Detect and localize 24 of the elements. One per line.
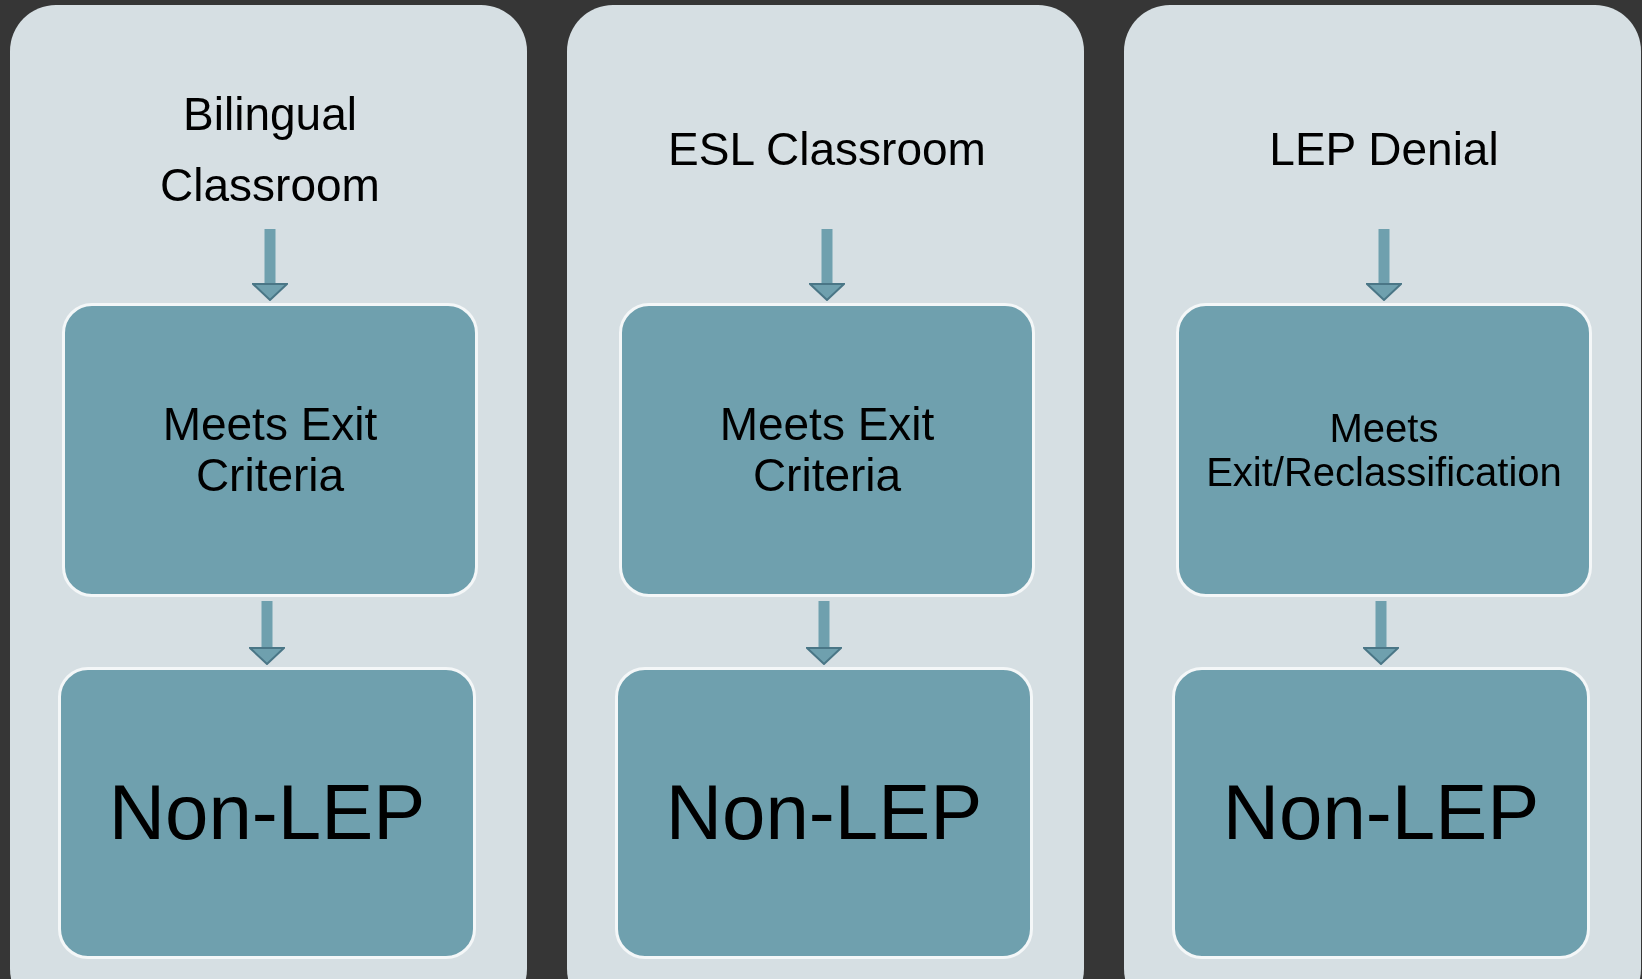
panel-background (567, 5, 1084, 979)
box-label: Non-LEP (1222, 770, 1540, 856)
box-label: Meets Exit Criteria (718, 399, 936, 501)
block-arrow (249, 601, 285, 665)
process-box (619, 303, 1035, 597)
box-label: Meets Exit/Reclassification (1205, 406, 1563, 494)
column-heading: ESL Classroom (627, 75, 1027, 225)
process-box (58, 667, 476, 959)
block-arrow (809, 229, 845, 301)
block-arrow (1366, 229, 1402, 301)
block-arrow (252, 229, 288, 301)
box-label: Meets Exit Criteria (161, 399, 379, 501)
column-heading: LEP Denial (1184, 75, 1584, 225)
process-box (62, 303, 478, 597)
column-heading: Bilingual Classroom (70, 75, 470, 225)
process-box (1172, 667, 1590, 959)
panel-background (1124, 5, 1641, 979)
process-box (615, 667, 1033, 959)
block-arrow (1363, 601, 1399, 665)
block-arrow (806, 601, 842, 665)
process-box (1176, 303, 1592, 597)
panel-background (10, 5, 527, 979)
box-label: Non-LEP (108, 770, 426, 856)
box-label: Non-LEP (665, 770, 983, 856)
